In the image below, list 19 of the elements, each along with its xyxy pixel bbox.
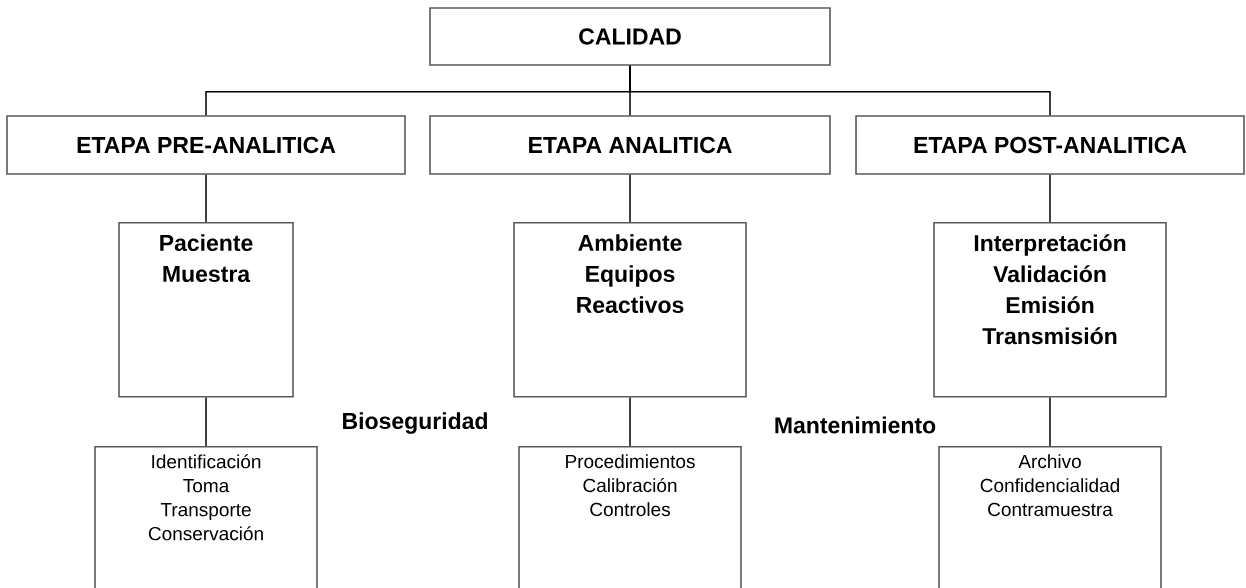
connector-line bbox=[629, 65, 1051, 116]
connector-line bbox=[205, 396, 207, 447]
detail-box: Identificación Toma Transporte Conservación bbox=[94, 446, 318, 588]
category-box: Paciente Muestra bbox=[118, 222, 294, 398]
connector-line bbox=[1049, 174, 1051, 223]
detail-box: Procedimientos Calibración Controles bbox=[518, 446, 742, 588]
connector-line bbox=[629, 174, 631, 223]
connector-line bbox=[205, 174, 207, 223]
section-label: Mantenimiento bbox=[775, 416, 936, 434]
stage-box: ETAPA POST-ANALITICA bbox=[855, 115, 1245, 175]
category-box: Interpretación Validación Emisión Transmisión bbox=[933, 222, 1167, 398]
section-label: Bioseguridad bbox=[343, 412, 487, 434]
stage-box: CALIDAD bbox=[429, 7, 831, 66]
connector-line bbox=[629, 396, 631, 447]
detail-box: Archivo Confidencialidad Contramuestra bbox=[938, 446, 1162, 588]
category-box: Ambiente Equipos Reactivos bbox=[513, 222, 747, 398]
stage-box: ETAPA PRE-ANALITICA bbox=[6, 115, 406, 175]
stage-box: ETAPA ANALITICA bbox=[429, 115, 831, 175]
connector-line bbox=[1049, 396, 1051, 447]
